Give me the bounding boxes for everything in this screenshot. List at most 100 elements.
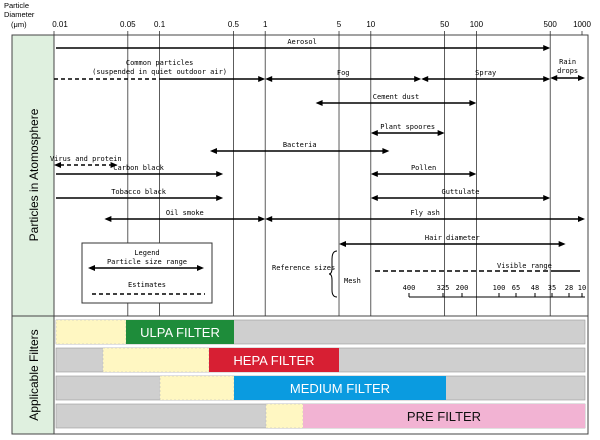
mesh-label: Mesh bbox=[344, 277, 361, 285]
tick-label: 500 bbox=[544, 20, 558, 29]
range-arrowhead bbox=[370, 171, 378, 177]
tick-label: 0.01 bbox=[52, 20, 68, 29]
range-bacteria: Bacteria bbox=[209, 141, 390, 154]
range-fog: Fog bbox=[265, 69, 422, 82]
range-label: Cement dust bbox=[373, 93, 419, 101]
range-arrowhead bbox=[110, 162, 118, 168]
range-arrowhead bbox=[209, 148, 217, 154]
range-arrowhead bbox=[543, 76, 551, 82]
filter-label: PRE FILTER bbox=[407, 409, 481, 424]
tick-label: 0.05 bbox=[120, 20, 136, 29]
mesh-value: 100 bbox=[493, 284, 506, 292]
range-pollen: Pollen bbox=[370, 164, 477, 177]
range-label: Common particles bbox=[126, 59, 193, 67]
mesh-value: 65 bbox=[512, 284, 520, 292]
range-arrowhead bbox=[437, 130, 445, 136]
range-oil-smoke: Oil smoke bbox=[104, 209, 266, 222]
range-label: Tobacco black bbox=[111, 188, 167, 196]
range-arrowhead bbox=[265, 76, 273, 82]
unit-label-line3: (μm) bbox=[11, 20, 27, 29]
range-arrowhead bbox=[258, 76, 266, 82]
filter-label: MEDIUM FILTER bbox=[290, 381, 390, 396]
legend-range-label: Particle size range bbox=[107, 258, 187, 266]
range-arrowhead bbox=[550, 75, 558, 81]
range-label-line2: drops bbox=[557, 67, 578, 75]
range-label: Fly ash bbox=[410, 209, 440, 217]
filter-row-pre-filter: PRE FILTER bbox=[55, 403, 586, 429]
tick-label: 0.1 bbox=[154, 20, 166, 29]
range-aerosol: Aerosol bbox=[56, 38, 551, 51]
legend-estimate-label: Estimates bbox=[128, 281, 166, 289]
tick-label: 50 bbox=[440, 20, 449, 29]
range-arrowhead bbox=[104, 216, 112, 222]
mesh-value: 10 bbox=[578, 284, 586, 292]
legend-box bbox=[81, 242, 213, 304]
tick-label: 0.5 bbox=[228, 20, 240, 29]
range-label: Oil smoke bbox=[166, 209, 204, 217]
range-arrowhead bbox=[258, 216, 266, 222]
filter-main-bar bbox=[234, 376, 446, 400]
range-label: Aerosol bbox=[287, 38, 317, 46]
tick-label: 100 bbox=[470, 20, 484, 29]
legend-title: Legend bbox=[134, 249, 159, 257]
range-label: Virus and protein bbox=[50, 155, 122, 163]
range-arrowhead bbox=[414, 76, 422, 82]
filter-row-ulpa-filter: ULPA FILTER bbox=[55, 319, 586, 345]
range-tobacco-black: Tobacco black bbox=[56, 188, 224, 201]
legend-arrow-left bbox=[88, 265, 95, 271]
range-arrowhead bbox=[216, 195, 224, 201]
range-arrowhead bbox=[543, 45, 551, 51]
range-spray: Spray bbox=[421, 69, 551, 82]
range-cement-dust: Cement dust bbox=[315, 93, 477, 106]
range-carbon-black: Carbon black bbox=[56, 164, 224, 177]
range-label: Hair diameter bbox=[425, 234, 480, 242]
mesh-value: 200 bbox=[456, 284, 469, 292]
range-plant-spoores: Plant spoores bbox=[370, 123, 445, 136]
visible-range-label: Visible range bbox=[497, 262, 552, 270]
range-label: Rain bbox=[559, 58, 576, 66]
range-fly-ash: Fly ash bbox=[265, 209, 585, 222]
range-label-line2: (suspended in quiet outdoor air) bbox=[92, 68, 227, 76]
filter-row-medium-filter: MEDIUM FILTER bbox=[55, 375, 586, 401]
filter-partial-bar bbox=[55, 319, 127, 345]
reference-label: Reference sizes bbox=[272, 264, 335, 272]
legend-arrow-right bbox=[197, 265, 204, 271]
range-arrowhead bbox=[315, 100, 323, 106]
range-arrowhead bbox=[578, 75, 585, 81]
mesh-value: 400 bbox=[403, 284, 416, 292]
range-hair-diameter: Hair diameter bbox=[339, 234, 566, 247]
range-arrowhead bbox=[54, 162, 61, 168]
range-arrowhead bbox=[578, 216, 585, 222]
range-arrowhead bbox=[558, 241, 566, 247]
reference-brace bbox=[328, 250, 338, 298]
filter-main-bar bbox=[303, 404, 585, 428]
tick-label: 1000 bbox=[573, 20, 591, 29]
range-guttulate: Guttulate bbox=[370, 188, 551, 201]
mesh-value: 35 bbox=[548, 284, 556, 292]
range-common-particles: Common particles(suspended in quiet outd… bbox=[54, 59, 266, 82]
filter-main-bar bbox=[209, 348, 339, 372]
filter-partial-bar bbox=[102, 347, 210, 373]
range-arrowhead bbox=[469, 171, 477, 177]
mesh-value: 28 bbox=[565, 284, 573, 292]
filter-partial-bar bbox=[159, 375, 235, 401]
range-arrowhead bbox=[421, 76, 429, 82]
filters-sidebar bbox=[11, 315, 55, 435]
unit-label-line2: Diameter bbox=[4, 10, 35, 19]
tick-label: 1 bbox=[263, 20, 268, 29]
range-label: Carbon black bbox=[113, 164, 164, 172]
range-arrowhead bbox=[370, 130, 378, 136]
range-arrowhead bbox=[382, 148, 390, 154]
tick-label: 5 bbox=[337, 20, 342, 29]
range-virus-and-protein: Virus and protein bbox=[50, 155, 122, 168]
range-arrowhead bbox=[339, 241, 347, 247]
range-arrowhead bbox=[469, 100, 477, 106]
range-label: Pollen bbox=[411, 164, 436, 172]
range-label: Fog bbox=[337, 69, 350, 77]
range-arrowhead bbox=[370, 195, 378, 201]
